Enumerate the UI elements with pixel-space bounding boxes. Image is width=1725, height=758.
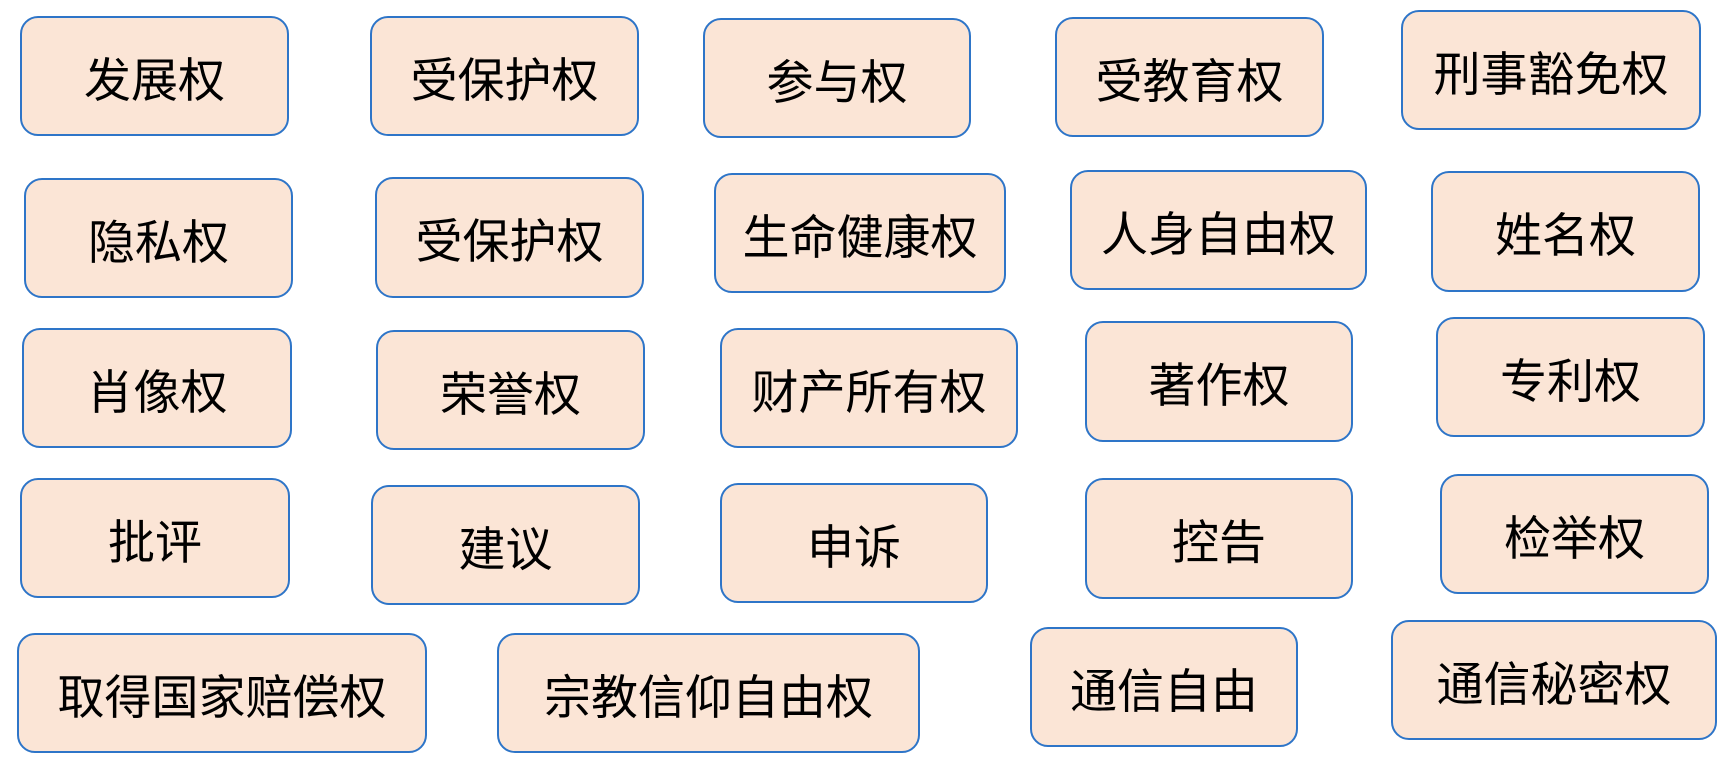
box-label: 姓名权 <box>1495 209 1636 264</box>
box-label: 控告 <box>1172 516 1266 571</box>
right-box-property: 财产所有权 <box>720 328 1018 448</box>
right-box-religious-freedom: 宗教信仰自由权 <box>497 633 920 753</box>
box-label: 宗教信仰自由权 <box>544 670 873 726</box>
box-label: 肖像权 <box>86 365 228 421</box>
right-box-name: 姓名权 <box>1431 171 1700 292</box>
right-box-honor: 荣誉权 <box>376 330 645 450</box>
box-label: 受保护权 <box>415 215 604 270</box>
box-label: 专利权 <box>1500 354 1641 410</box>
right-box-protection-2: 受保护权 <box>375 177 644 298</box>
right-box-communication-freedom: 通信自由 <box>1030 627 1298 747</box>
box-label: 隐私权 <box>88 215 229 271</box>
right-box-copyright: 著作权 <box>1085 321 1353 442</box>
box-label: 人身自由权 <box>1101 207 1336 263</box>
box-label: 著作权 <box>1148 359 1290 414</box>
right-box-education: 受教育权 <box>1055 17 1324 137</box>
right-box-criticism: 批评 <box>20 478 290 598</box>
box-label: 刑事豁免权 <box>1433 47 1669 103</box>
right-box-communication-privacy: 通信秘密权 <box>1391 620 1717 740</box>
box-label: 生命健康权 <box>742 210 978 266</box>
box-label: 取得国家赔偿权 <box>57 670 387 726</box>
right-box-suggestion: 建议 <box>371 485 640 605</box>
right-box-criminal-immunity: 刑事豁免权 <box>1401 10 1701 130</box>
box-label: 财产所有权 <box>751 365 987 421</box>
box-label: 通信自由 <box>1070 664 1258 720</box>
box-label: 荣誉权 <box>440 367 581 423</box>
box-label: 发展权 <box>84 53 225 109</box>
right-box-participation: 参与权 <box>703 18 971 138</box>
right-box-accusation: 控告 <box>1085 478 1353 599</box>
right-box-report: 检举权 <box>1440 474 1709 594</box>
box-label: 通信秘密权 <box>1436 657 1672 713</box>
right-box-portrait: 肖像权 <box>22 328 292 448</box>
right-box-development: 发展权 <box>20 16 289 136</box>
right-box-state-compensation: 取得国家赔偿权 <box>17 633 427 753</box>
box-label: 申诉 <box>807 520 901 576</box>
right-box-personal-freedom: 人身自由权 <box>1070 170 1367 290</box>
box-label: 建议 <box>458 522 553 578</box>
right-box-life-health: 生命健康权 <box>714 173 1006 293</box>
right-box-protection: 受保护权 <box>370 16 639 136</box>
right-box-privacy: 隐私权 <box>24 178 293 298</box>
box-label: 批评 <box>108 515 202 571</box>
right-box-appeal: 申诉 <box>720 483 988 603</box>
box-label: 受教育权 <box>1095 54 1284 110</box>
box-label: 检举权 <box>1504 511 1645 567</box>
right-box-patent: 专利权 <box>1436 317 1705 437</box>
box-label: 参与权 <box>766 55 908 111</box>
box-label: 受保护权 <box>410 53 599 109</box>
